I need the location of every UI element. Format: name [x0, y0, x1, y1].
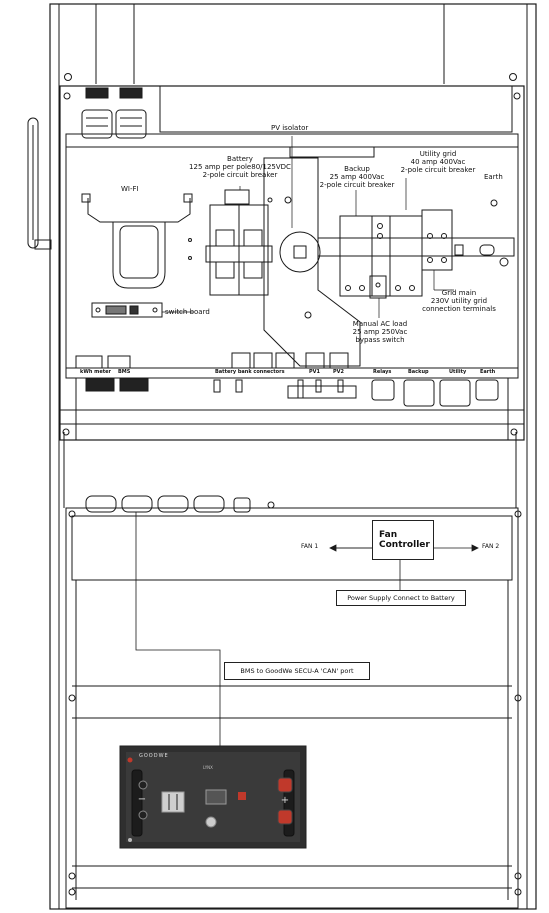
manual-ac-label: Manual AC load 25 amp 250Vac bypass swit… — [335, 320, 425, 344]
manual-ac-title: Manual AC load — [352, 320, 408, 328]
battery-model: LYNX — [203, 765, 213, 770]
battery-type: 2-pole circuit breaker — [202, 171, 278, 180]
cabinet-outline — [49, 3, 537, 910]
power-supply-box: Power Supply Connect to Battery — [336, 590, 466, 606]
pv-isolator — [263, 157, 361, 367]
svg-text:−: − — [138, 794, 146, 805]
leader-lines — [162, 136, 454, 318]
port-utility: Utility — [449, 369, 467, 375]
screw-icon — [513, 92, 521, 100]
fan-controller-box: Fan Controller — [372, 520, 434, 560]
utility-grid-label: Utility grid 40 amp 400Vac 2-pole circui… — [388, 150, 488, 174]
port-pv1: PV1 — [309, 369, 321, 375]
battery-brand: GOODWE — [139, 753, 169, 759]
port-bms: BMS — [118, 369, 131, 375]
backup-rating: 25 amp 400Vac — [329, 173, 385, 182]
antenna-icon — [27, 117, 52, 250]
port-earth: Earth — [480, 369, 496, 375]
utility-type: 2-pole circuit breaker — [400, 166, 476, 175]
bms-link-box: BMS to GoodWe SECU-A 'CAN' port — [224, 662, 370, 680]
pv-isolator-label: PV isolator — [271, 124, 309, 132]
din-rail — [317, 199, 515, 299]
fan1-label: FAN 1 — [301, 543, 319, 550]
utility-rating: 40 amp 400Vac — [410, 158, 466, 167]
battery-breaker-label: Battery 125 amp per pole80/125VDC 2-pole… — [160, 155, 320, 179]
svg-text:+: + — [281, 795, 289, 806]
battery-unit: − + — [119, 745, 307, 849]
port-backup: Backup — [408, 369, 429, 375]
grid-main-label: Grid main 230V utility grid connection t… — [414, 289, 504, 313]
wifi-module — [81, 193, 193, 289]
backup-breaker-label: Backup 25 amp 400Vac 2-pole circuit brea… — [312, 165, 402, 189]
utility-title: Utility grid — [419, 150, 457, 158]
fan-controller-line1: Fan — [379, 530, 398, 540]
switch-board — [91, 302, 163, 318]
port-pv2: PV2 — [333, 369, 345, 375]
battery-rating: 125 amp per pole80/125VDC — [189, 163, 291, 172]
backup-title: Backup — [344, 165, 370, 173]
upper-enclosure — [59, 73, 525, 441]
manual-ac-rating: 25 amp 250Vac — [352, 328, 408, 337]
port-battery-bank: Battery bank connectors — [215, 369, 285, 375]
grid-main-title: Grid main — [441, 289, 477, 297]
battery-title: Battery — [227, 155, 253, 163]
fan-controller-line2: Controller — [379, 540, 430, 550]
fan-compartment — [65, 495, 522, 909]
manual-ac-type: bypass switch — [355, 336, 405, 345]
screw-icon — [63, 92, 71, 100]
wifi-label: WI-FI — [121, 185, 139, 193]
fan-wiring — [135, 512, 479, 746]
switch-board-label: switch board — [165, 308, 210, 316]
port-kwh-meter: kWh meter — [80, 369, 111, 375]
grid-main-voltage: 230V utility grid — [430, 297, 488, 306]
grid-main-type: connection terminals — [422, 305, 496, 314]
fan2-label: FAN 2 — [482, 543, 500, 550]
backup-type: 2-pole circuit breaker — [319, 181, 395, 190]
battery-breaker — [205, 189, 273, 296]
port-relays: Relays — [373, 369, 392, 375]
earth-label: Earth — [484, 173, 503, 181]
